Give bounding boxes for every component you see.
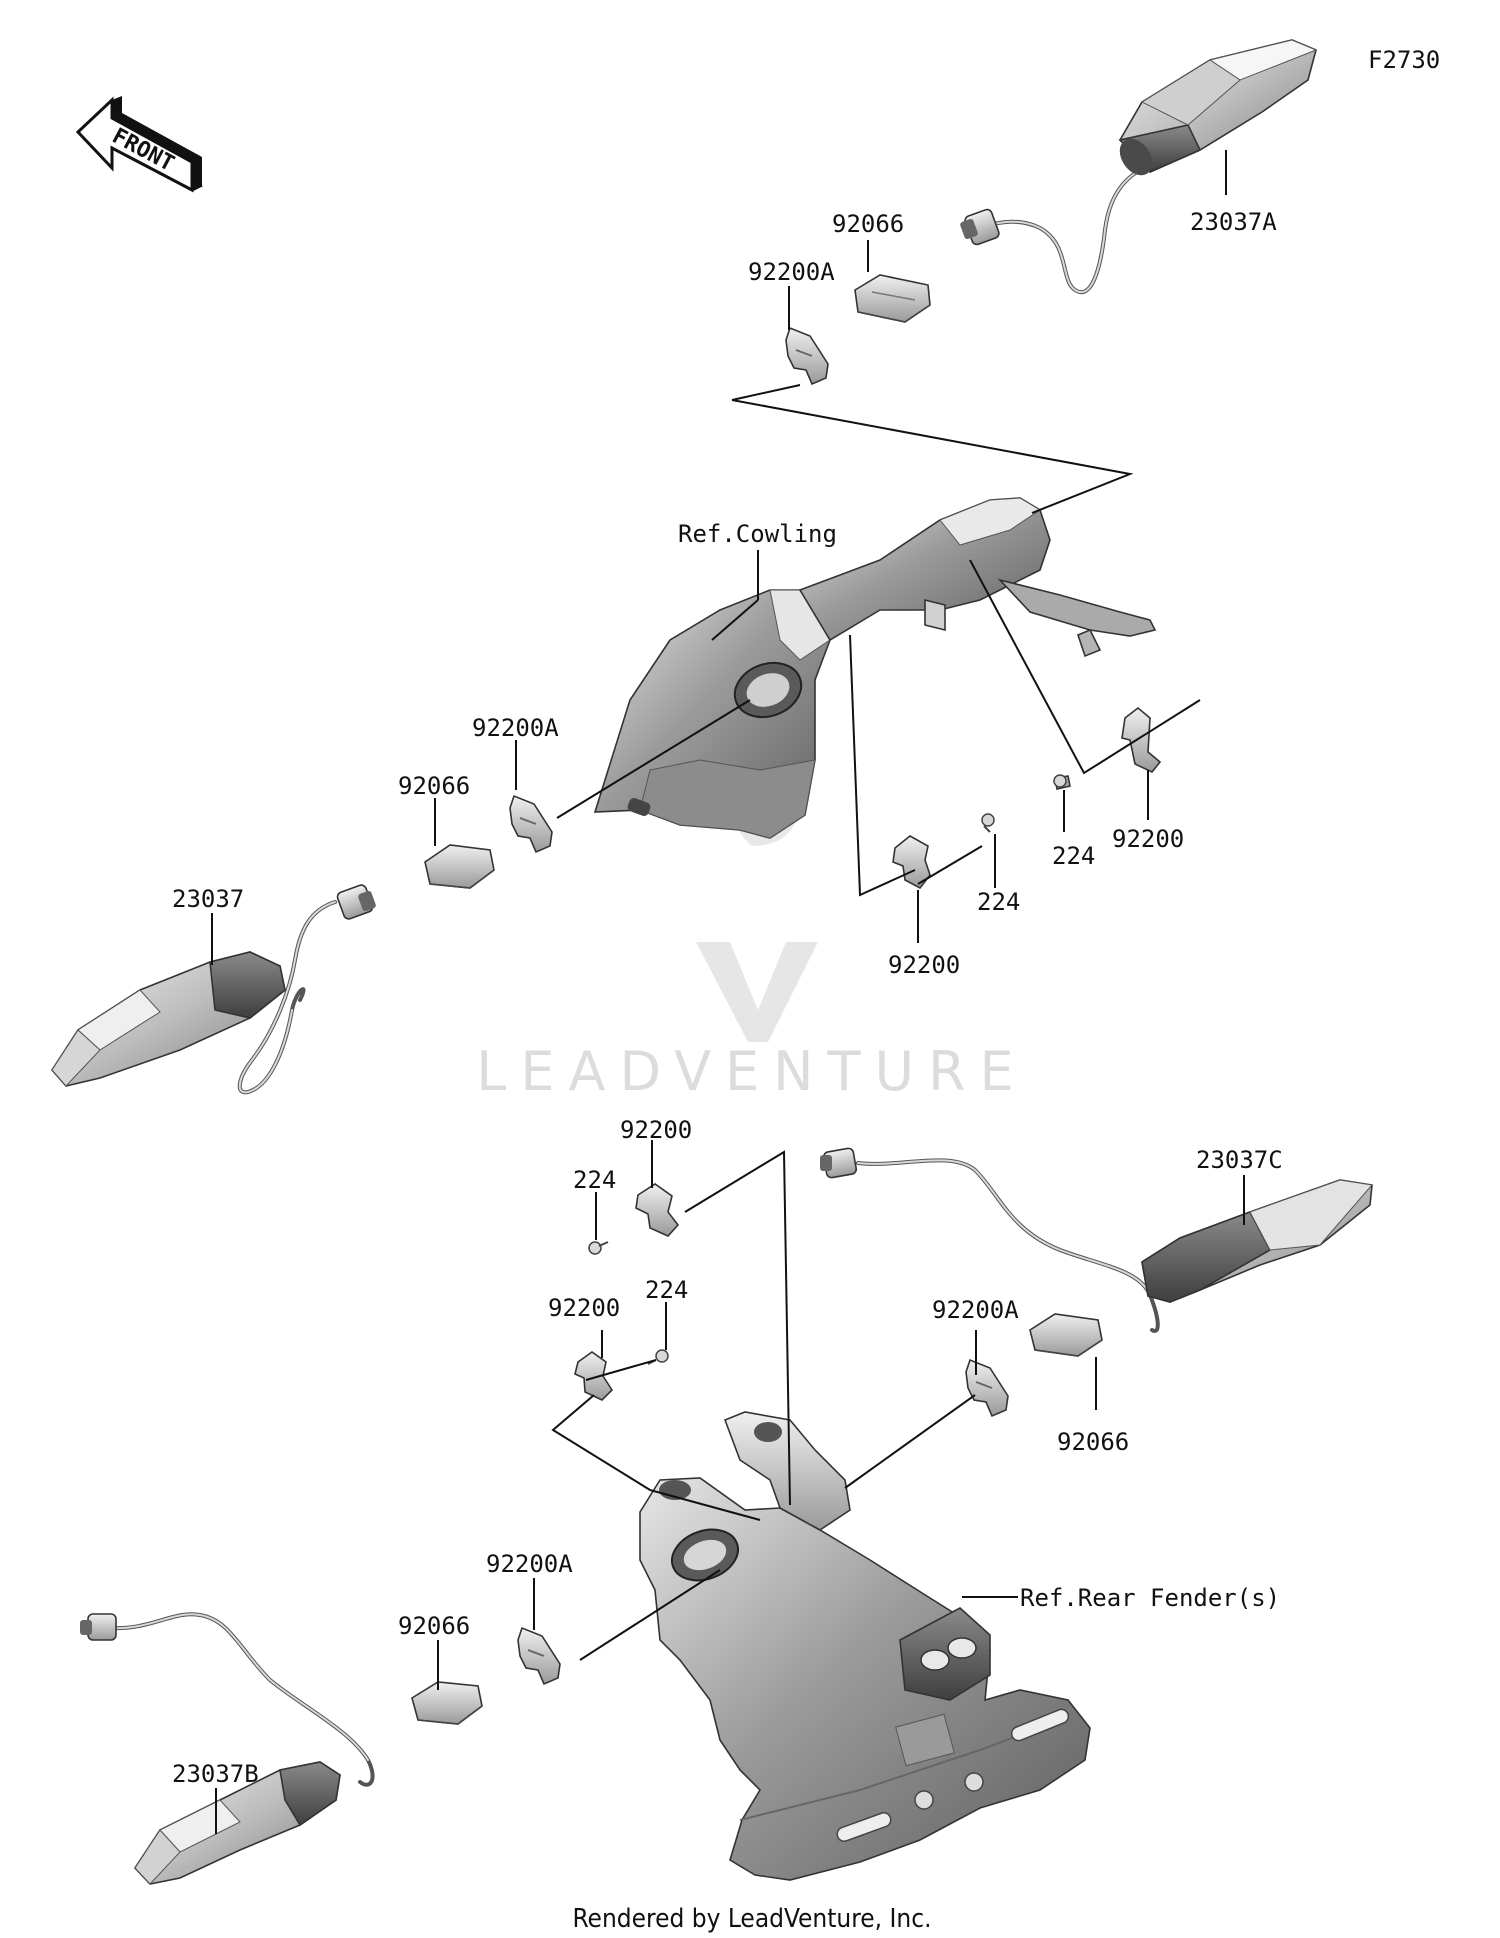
connector-icon [960, 208, 1000, 246]
label-92200-center: 92200 [888, 951, 960, 979]
bracket-clip-92200-center [892, 835, 931, 890]
turn-signal-23037 [50, 884, 376, 1095]
washer-plate-92200A-top [785, 326, 829, 386]
retainer-clip-92066-mid [424, 844, 495, 889]
part-labels: 23037A 92066 92200A Ref.Cowling 92200A 9… [172, 208, 1283, 1788]
retainer-clip-92066-bottom [411, 1681, 483, 1725]
bracket-clip-92200-low2 [574, 1351, 614, 1401]
label-92200A-right: 92200A [932, 1296, 1019, 1324]
label-92066-bottom: 92066 [398, 1612, 470, 1640]
retainer-clip-92066-right [1029, 1313, 1103, 1357]
screw-224-right [1053, 774, 1071, 790]
label-23037A: 23037A [1190, 208, 1277, 236]
retainer-clip-92066-top [854, 274, 931, 323]
label-92200A-bottom: 92200A [486, 1550, 573, 1578]
bracket-clip-92200-low1 [635, 1183, 680, 1237]
label-92200A-mid: 92200A [472, 714, 559, 742]
connector-icon [80, 1613, 117, 1641]
turn-signal-23037B [80, 1612, 375, 1885]
leader-lines [211, 150, 1245, 1834]
turn-signal-23037C [820, 1147, 1373, 1333]
rear-fender [639, 1411, 1091, 1881]
label-92200-low1: 92200 [620, 1116, 692, 1144]
label-92200-low2: 92200 [548, 1294, 620, 1322]
screw-224-center [981, 813, 995, 833]
label-23037: 23037 [172, 885, 244, 913]
connector-icon [820, 1147, 858, 1179]
ref-rear-fender-label: Ref.Rear Fender(s) [1020, 1584, 1280, 1612]
washer-plate-92200A-bottom [517, 1626, 561, 1686]
connector-icon [336, 884, 376, 920]
figure-code: F2730 [1368, 46, 1440, 74]
screw-224-low1 [588, 1241, 609, 1255]
turn-signal-23037A [960, 39, 1318, 294]
label-23037B: 23037B [172, 1760, 259, 1788]
label-224-right: 224 [1052, 842, 1095, 870]
front-direction-arrow-icon: FRONT [75, 96, 203, 193]
bracket-clip-92200-right [1121, 706, 1162, 773]
watermark-text: LEADVENTURE [476, 1040, 1027, 1103]
footer-credit: Rendered by LeadVenture, Inc. [572, 1904, 931, 1934]
label-92066-top: 92066 [832, 210, 904, 238]
washer-plate-92200A-right [965, 1358, 1009, 1418]
ref-cowling-label: Ref.Cowling [678, 520, 837, 548]
label-224-center: 224 [977, 888, 1020, 916]
cowling-bracket [593, 497, 1157, 839]
label-23037C: 23037C [1196, 1146, 1283, 1174]
label-92066-right: 92066 [1057, 1428, 1129, 1456]
washer-plate-92200A-mid [509, 794, 553, 854]
label-224-low2: 224 [645, 1276, 688, 1304]
label-92200A-top: 92200A [748, 258, 835, 286]
label-92066-mid: 92066 [398, 772, 470, 800]
label-92200-right: 92200 [1112, 825, 1184, 853]
label-224-low1: 224 [573, 1166, 616, 1194]
leadventure-logo-icon [696, 942, 818, 1042]
